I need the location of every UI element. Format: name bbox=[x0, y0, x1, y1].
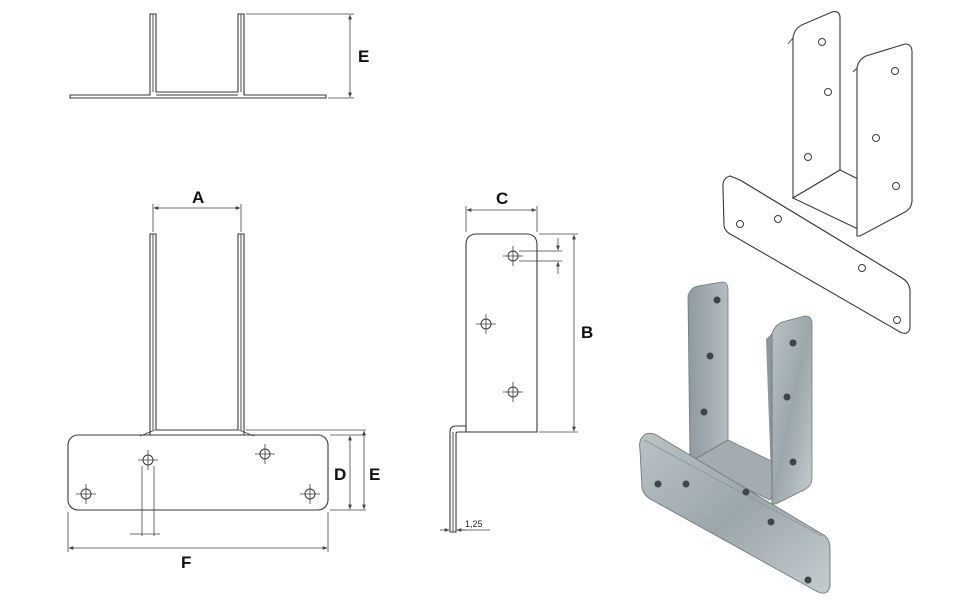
dimension-e-label: E bbox=[369, 465, 380, 484]
dimension-a-label: A bbox=[192, 188, 204, 207]
isometric-galvanized-view bbox=[639, 281, 831, 594]
front-holes bbox=[76, 444, 320, 504]
dimension-e-top-label: E bbox=[358, 47, 369, 66]
dimension-d-label: D bbox=[334, 465, 346, 484]
thickness-label: 1,25 bbox=[465, 519, 483, 529]
top-view: E bbox=[69, 13, 369, 99]
isometric-line-holes bbox=[736, 38, 901, 324]
isometric-galvanized-holes bbox=[654, 296, 812, 584]
isometric-line-view bbox=[722, 11, 913, 334]
dimension-c-label: C bbox=[496, 189, 508, 208]
side-view: C B 1,25 bbox=[440, 189, 593, 533]
dimension-b-label: B bbox=[581, 323, 593, 342]
side-holes bbox=[476, 246, 523, 402]
front-view: A D E F bbox=[67, 188, 380, 572]
dimension-f-label: F bbox=[181, 553, 191, 572]
